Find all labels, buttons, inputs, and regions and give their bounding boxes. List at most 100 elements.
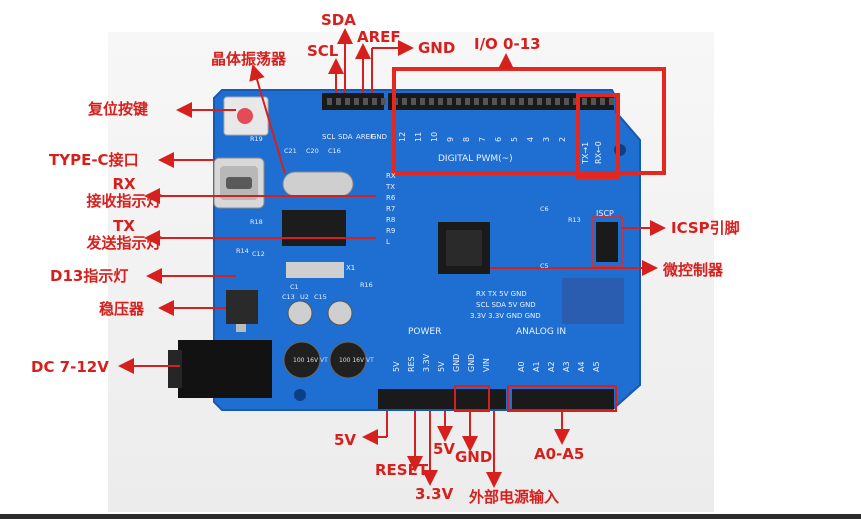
header-analog (512, 389, 614, 409)
header-pin (345, 98, 350, 105)
label-5v-b: 5V (433, 440, 456, 458)
silk-aref: AREF (356, 133, 374, 141)
silk-txrx: TX→1 (581, 142, 590, 165)
silk-digital-pin: 6 (494, 137, 503, 142)
label-gnd-top: GND (418, 39, 456, 57)
silk-digital-pin: 5 (510, 137, 519, 142)
silk-sda: SDA (338, 133, 353, 141)
silk-x1: X1 (346, 264, 355, 272)
silk-digital-pin: 2 (558, 137, 567, 142)
header-pin (564, 98, 569, 105)
silk-analog-pin: A2 (547, 361, 556, 372)
icsp-header (596, 222, 618, 262)
label-mcu: 微控制器 (663, 261, 724, 279)
header-pin (537, 98, 542, 105)
label-dc: DC 7-12V (31, 358, 109, 376)
voltage-regulator (226, 290, 258, 324)
silk-analog-pin: A3 (562, 361, 571, 372)
txrx-highlight-box (576, 93, 620, 179)
silk-component-label: R19 (250, 135, 263, 143)
x1-pins (286, 262, 344, 278)
header-pin (492, 98, 497, 105)
silk-digital-pin: 3 (542, 137, 551, 142)
silk-analog-pin: A5 (592, 361, 601, 372)
header-pin (555, 98, 560, 105)
header-pin (336, 98, 341, 105)
capacitor (329, 341, 367, 379)
io-highlight-box (392, 67, 666, 175)
silk-digital-pin: 10 (430, 132, 439, 142)
label-vin: 外部电源输入 (469, 488, 560, 506)
header-pin (528, 98, 533, 105)
mounting-hole (294, 389, 306, 401)
label-3v3: 3.3V (415, 485, 454, 503)
label-type-c: TYPE-C接口 (49, 151, 139, 169)
header-pin (609, 98, 614, 105)
label-5v-a: 5V (334, 431, 357, 449)
silk-component-label: U2 (300, 293, 309, 301)
silk-table-row: 3.3V 3.3V GND GND (470, 312, 541, 320)
silk-component-label: C6 (540, 205, 549, 213)
header-pin (372, 98, 377, 105)
header-pin (438, 98, 443, 105)
header-pin (600, 98, 605, 105)
right-pin-block (562, 278, 624, 324)
silk-digital-pin: 8 (462, 137, 471, 142)
silk-component-label: R14 (236, 247, 249, 255)
header-pin (501, 98, 506, 105)
label-reset-button: 复位按键 (88, 100, 149, 118)
header-pin (582, 98, 587, 105)
header-pin (510, 98, 515, 105)
header-pin (573, 98, 578, 105)
header-pin (456, 98, 461, 105)
header-pin (483, 98, 488, 105)
header-pin (363, 98, 368, 105)
silk-analog-pin: A0 (517, 361, 526, 372)
silk-digital-pin: 11 (414, 132, 423, 142)
header-pin (411, 98, 416, 105)
bottom-border (0, 514, 861, 519)
header-pin (546, 98, 551, 105)
label-tx-1: TX (113, 217, 135, 235)
silk-digital-pin: 12 (398, 132, 407, 142)
header-pin (429, 98, 434, 105)
label-gnd-bottom: GND (455, 448, 493, 466)
label-rx-2: 接收指示灯 (86, 192, 162, 210)
header-pin (447, 98, 452, 105)
silk-power-pin: GND (467, 354, 476, 372)
label-analog: A0-A5 (534, 445, 585, 463)
silk-cap: 100 16V VT (339, 357, 374, 364)
header-power (378, 389, 506, 409)
silk-side-pin: L (386, 238, 390, 246)
silk-txrx: RX←0 (594, 141, 603, 164)
label-reset-bottom: RESET (375, 461, 429, 479)
label-d13: D13指示灯 (50, 267, 129, 285)
header-pin (519, 98, 524, 105)
silk-scl: SCL (322, 133, 335, 141)
silk-component-label: C5 (540, 262, 549, 270)
silk-gnd: GND (371, 133, 387, 141)
silk-component-label: R18 (250, 218, 263, 226)
label-aref: AREF (357, 28, 401, 46)
silk-component-label: C15 (314, 293, 327, 301)
dc-jack[interactable] (178, 340, 272, 398)
silk-component-label: C13 (282, 293, 295, 301)
silk-icsp: ISCP (596, 209, 614, 218)
silk-analog-pin: A4 (577, 361, 586, 372)
silk-side-pin: TX (385, 183, 395, 191)
silk-side-pin: R7 (386, 205, 395, 213)
annotation-arrows (118, 28, 666, 488)
silk-cap: 100 16V VT (293, 357, 328, 364)
capacitor-small (327, 300, 353, 326)
silk-table-row: SCL SDA 5V GND (476, 301, 536, 309)
silk-component-label: R13 (568, 216, 581, 224)
header-pin (402, 98, 407, 105)
label-icsp: ICSP引脚 (671, 219, 740, 237)
silk-component-label: C16 (328, 147, 341, 155)
header-pin (420, 98, 425, 105)
label-sda: SDA (321, 11, 356, 29)
silk-power-pin: RES (407, 356, 416, 372)
